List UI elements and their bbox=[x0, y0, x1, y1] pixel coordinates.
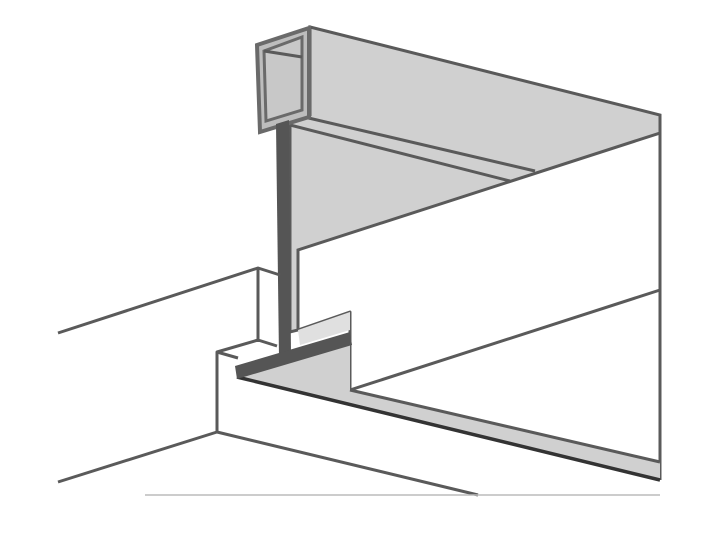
floor-strip-edge bbox=[349, 388, 661, 464]
beam-body bbox=[288, 25, 662, 334]
steel-web bbox=[276, 120, 291, 358]
left-box-inner bbox=[216, 350, 239, 360]
tube-inner-line bbox=[263, 49, 303, 59]
left-box-top bbox=[215, 338, 278, 432]
tube-section-inner bbox=[262, 34, 304, 124]
steel-flange bbox=[235, 332, 352, 379]
wall-notch-fill bbox=[298, 312, 350, 345]
floor-strip bbox=[237, 345, 660, 480]
beam-edge-line bbox=[299, 114, 536, 173]
left-floor-edge bbox=[216, 430, 479, 497]
floor-edge bbox=[349, 288, 661, 392]
floor-strip-dark-edge bbox=[236, 375, 661, 482]
left-slab-top bbox=[57, 266, 281, 335]
beam-edge-line-2 bbox=[289, 123, 511, 183]
left-lower-edge bbox=[57, 430, 218, 484]
